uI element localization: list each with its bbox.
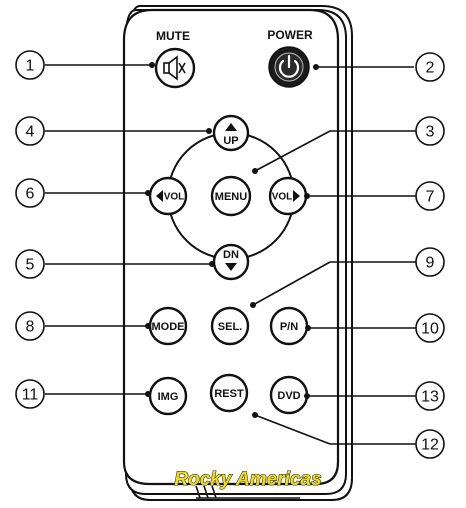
callout-10: 10	[421, 321, 439, 338]
callout-13: 13	[421, 389, 439, 406]
callout-8: 8	[26, 319, 35, 336]
callout-9: 9	[426, 255, 435, 272]
volume-up-button[interactable]: VOL	[268, 176, 308, 216]
callout-5: 5	[26, 257, 35, 274]
select-button[interactable]: SEL.	[210, 306, 250, 346]
dvd-button[interactable]: DVD	[269, 375, 309, 415]
callout-6: 6	[26, 186, 35, 203]
up-arrow-icon	[225, 123, 237, 131]
down-button[interactable]: DN	[212, 243, 250, 281]
power-icon	[278, 54, 300, 78]
speaker-mute-icon	[163, 55, 186, 81]
mode-button[interactable]: MODE	[148, 306, 188, 346]
pn-label: P/N	[280, 321, 298, 333]
down-arrow-icon	[225, 263, 237, 271]
leader-dots	[145, 62, 319, 418]
callout-7: 7	[426, 189, 435, 206]
volume-down-label: VOL	[164, 192, 185, 203]
watermark-text: Rocky Americas	[174, 469, 321, 490]
power-label: POWER	[267, 28, 313, 42]
up-label: UP	[223, 135, 238, 147]
mute-label: MUTE	[156, 29, 190, 43]
callout-3: 3	[426, 124, 435, 141]
right-arrow-icon	[293, 190, 300, 202]
callout-2: 2	[426, 60, 435, 77]
callouts	[15, 50, 445, 459]
leader-lines	[45, 64, 416, 445]
pn-button[interactable]: P/N	[269, 306, 309, 346]
img-label: IMG	[158, 391, 179, 403]
up-button[interactable]: UP	[212, 114, 250, 152]
callout-1: 1	[26, 58, 35, 75]
menu-button[interactable]: MENU	[210, 175, 252, 217]
rest-button[interactable]: REST	[209, 373, 249, 413]
rest-label: REST	[214, 388, 244, 400]
callout-12: 12	[421, 437, 439, 454]
power-button[interactable]	[268, 46, 310, 88]
callout-numbers: 1 2 3 4 5 6 7 8 9 10 11 12 13	[22, 58, 439, 454]
mute-button[interactable]	[154, 47, 196, 89]
volume-down-button[interactable]: VOL	[148, 176, 188, 216]
callout-4: 4	[26, 124, 35, 141]
dvd-label: DVD	[277, 390, 300, 402]
img-button[interactable]: IMG	[148, 376, 188, 416]
mode-label: MODE	[152, 321, 185, 333]
remote-bottom-stripes	[195, 485, 300, 499]
down-label: DN	[223, 249, 239, 261]
volume-up-label: VOL	[272, 192, 293, 203]
select-label: SEL.	[218, 321, 242, 333]
menu-label: MENU	[215, 191, 247, 203]
callout-11: 11	[22, 387, 39, 404]
left-arrow-icon	[156, 190, 163, 202]
